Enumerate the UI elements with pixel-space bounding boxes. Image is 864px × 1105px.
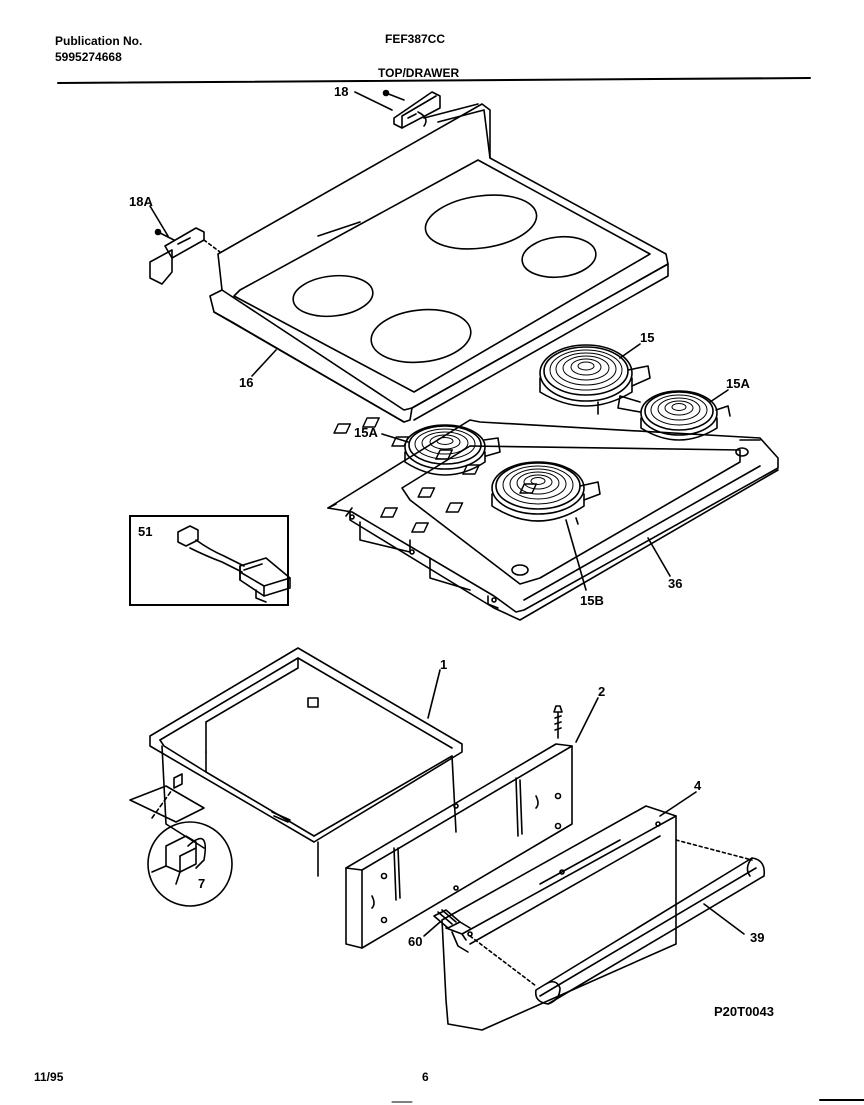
header-rule xyxy=(57,77,811,84)
part-16-cooktop xyxy=(209,103,669,423)
glass-burner-front-right xyxy=(370,308,472,364)
part-15a-right-element xyxy=(617,390,731,441)
callout-1: 1 xyxy=(440,657,448,672)
leader-1 xyxy=(427,669,441,719)
leader-4 xyxy=(659,791,697,817)
callout-7: 7 xyxy=(198,876,206,891)
revision-date: 11/95 xyxy=(34,1070,64,1084)
model-number: FEF387CC xyxy=(385,32,446,46)
callout-15: 15 xyxy=(640,330,655,345)
callout-15a-left: 15A xyxy=(354,425,378,440)
callout-18a: 18A xyxy=(129,194,153,209)
section-title: TOP/DRAWER xyxy=(378,66,460,80)
leader-39 xyxy=(703,903,745,935)
leader-15a-left xyxy=(381,433,409,443)
part-60-screw xyxy=(433,909,471,929)
glass-burner-rear-right xyxy=(424,194,538,250)
drawing-code: P20T0043 xyxy=(714,1004,774,1019)
part-1-drawer xyxy=(129,647,463,877)
publication-label: Publication No. xyxy=(55,34,143,48)
callout-39: 39 xyxy=(750,930,765,945)
callout-60: 60 xyxy=(408,934,423,949)
callout-18: 18 xyxy=(334,84,349,99)
leader-15 xyxy=(619,343,641,359)
leader-7-link xyxy=(151,789,173,819)
glass-burner-rear-mid xyxy=(521,235,597,279)
leader-2 xyxy=(575,697,599,743)
publication-number: 5995274668 xyxy=(55,50,122,64)
page-number: 6 xyxy=(422,1070,429,1084)
part-39-handle xyxy=(469,839,766,1005)
leader-18 xyxy=(354,91,393,111)
glass-burner-front-left xyxy=(292,274,374,318)
leader-36 xyxy=(647,537,671,577)
leader-15a-right xyxy=(709,389,729,403)
inset-frame-51 xyxy=(129,515,289,606)
part-2-frame xyxy=(345,705,573,949)
part-18a-bracket xyxy=(149,227,221,285)
part-15a-left-element xyxy=(404,424,501,476)
leader-60 xyxy=(423,921,441,937)
leader-18a xyxy=(149,205,169,237)
part-15b-element xyxy=(491,461,601,525)
leader-15b xyxy=(565,519,587,591)
part-18-bracket xyxy=(382,89,441,129)
callout-15b: 15B xyxy=(580,593,604,608)
part-15-element xyxy=(539,344,651,415)
callout-4: 4 xyxy=(694,778,702,793)
callout-16: 16 xyxy=(239,375,254,390)
callout-36: 36 xyxy=(668,576,683,591)
leader-16 xyxy=(251,349,277,377)
part-7-detail xyxy=(147,821,233,907)
callout-51: 51 xyxy=(138,524,153,539)
part-51-harness xyxy=(177,525,291,603)
callout-2: 2 xyxy=(598,684,606,699)
part-36-support xyxy=(327,417,779,621)
callout-15a-right: 15A xyxy=(726,376,750,391)
part-4-panel xyxy=(441,805,677,1031)
